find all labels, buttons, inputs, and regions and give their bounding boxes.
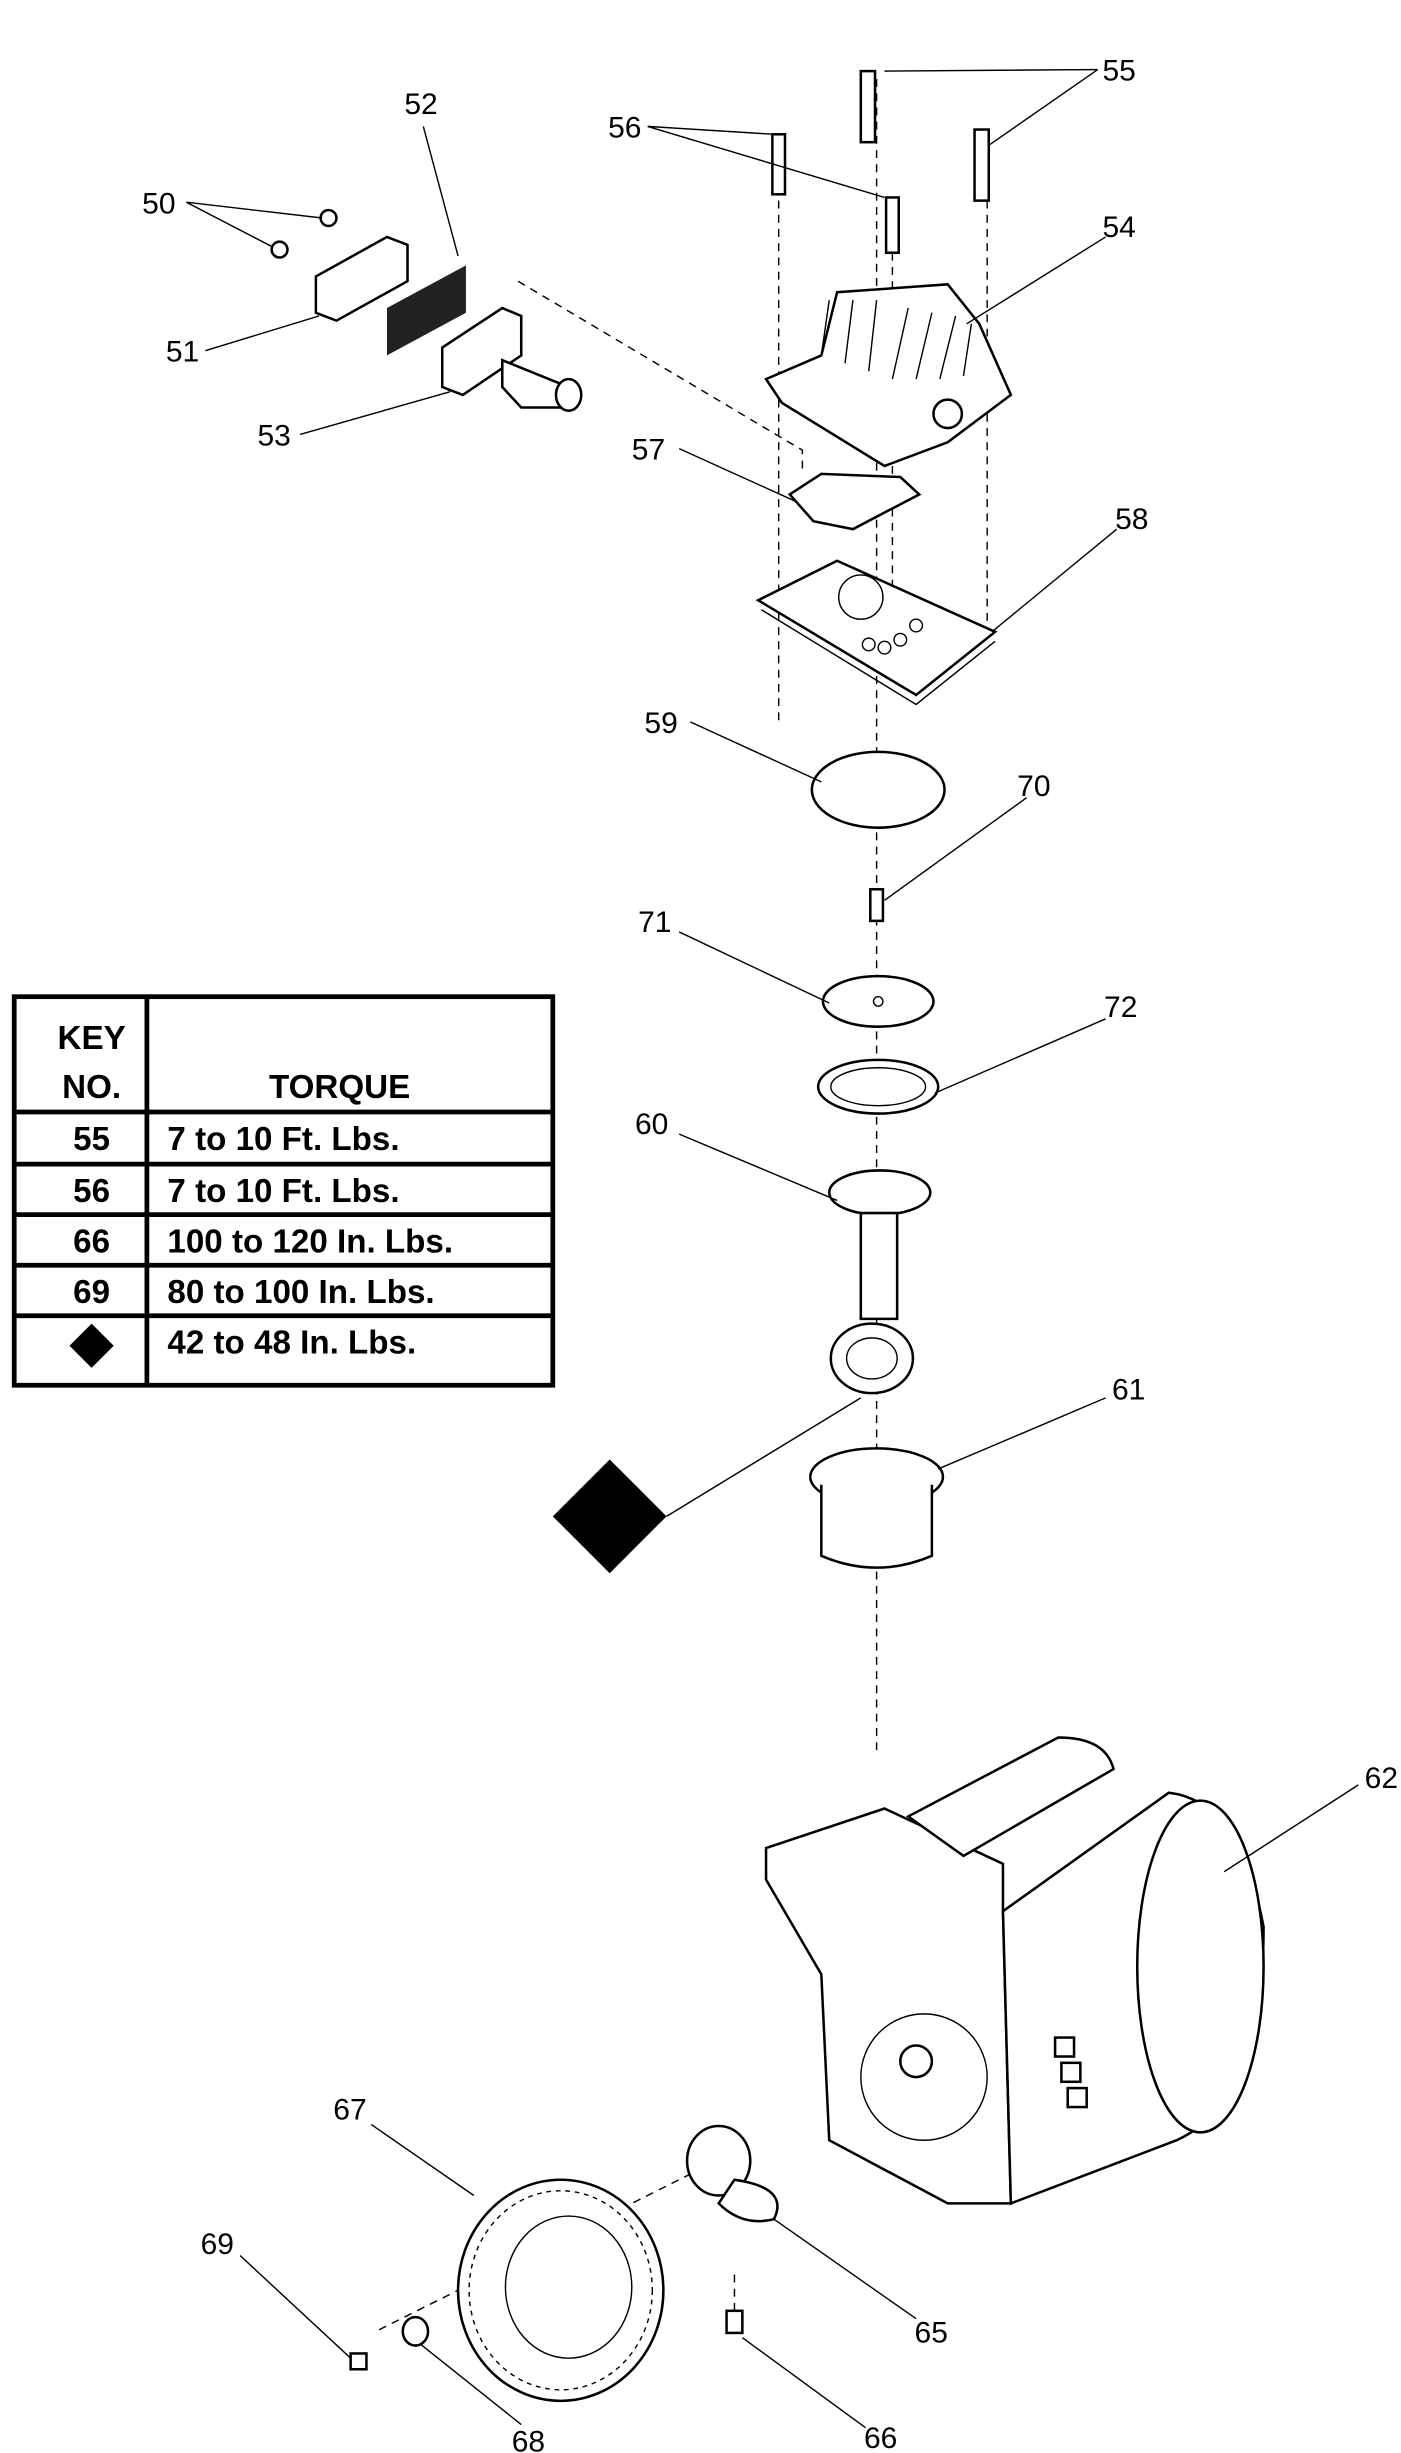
part-50-screws: [270, 208, 338, 259]
part-65-eccentric: [685, 2124, 779, 2223]
row-key: 55: [73, 1121, 110, 1158]
part-60-connecting-rod: [827, 1169, 932, 1395]
callout-72: 72: [1104, 991, 1137, 1024]
part-56-bolts: [771, 133, 900, 255]
part-70-screw: [869, 888, 885, 923]
header-key: KEY: [58, 1020, 126, 1057]
row-torque: 7 to 10 Ft. Lbs.: [167, 1173, 399, 1210]
callout-labels: 50 52 51 53 56 55 54 57 58 59 70 71 72 6…: [142, 55, 1398, 2453]
callout-52: 52: [404, 88, 437, 121]
part-62-motor-crankcase: [764, 1736, 1265, 2206]
part-69-bolt: [349, 2352, 368, 2371]
part-51-filter-cover: [314, 235, 409, 323]
row-torque: 80 to 100 In. Lbs.: [167, 1274, 434, 1311]
row-torque: 42 to 48 In. Lbs.: [167, 1325, 416, 1362]
callout-58: 58: [1115, 503, 1148, 536]
part-72-ring: [816, 1058, 940, 1115]
row-key: 66: [73, 1224, 110, 1261]
callout-59: 59: [644, 707, 677, 740]
part-53-filter-housing: [440, 306, 583, 412]
header-no: NO.: [62, 1069, 121, 1106]
part-61-cylinder-sleeve: [809, 1447, 945, 1569]
callout-54: 54: [1102, 211, 1135, 244]
callout-66: 66: [864, 2422, 897, 2453]
callout-51: 51: [166, 336, 199, 369]
header-torque: TORQUE: [269, 1069, 410, 1106]
callout-71: 71: [638, 906, 671, 939]
callout-50: 50: [142, 187, 175, 220]
part-54-cylinder-head: [764, 283, 1013, 468]
row-key: 56: [73, 1173, 110, 1210]
callout-57: 57: [632, 434, 665, 467]
callout-69: 69: [201, 2228, 234, 2261]
callout-53: 53: [257, 419, 290, 452]
callout-68: 68: [512, 2425, 545, 2453]
callout-60: 60: [635, 1108, 668, 1141]
row-torque: 7 to 10 Ft. Lbs.: [167, 1121, 399, 1158]
callout-65: 65: [915, 2316, 948, 2349]
diamond-key-icon: [69, 1323, 114, 1368]
callout-61: 61: [1112, 1373, 1145, 1406]
part-52-filter-element: [386, 265, 466, 356]
torque-diamond-marker-icon: [552, 1459, 667, 1574]
part-59-o-ring: [810, 750, 946, 829]
torque-table: KEY NO. TORQUE 55 7 to 10 Ft. Lbs. 56 7 …: [11, 994, 556, 1388]
callout-67: 67: [333, 2094, 366, 2127]
part-57-gasket: [787, 472, 922, 531]
part-66-setscrew: [725, 2309, 744, 2335]
row-key: 69: [73, 1274, 110, 1311]
callout-56: 56: [608, 111, 641, 144]
row-torque: 100 to 120 In. Lbs.: [167, 1224, 453, 1261]
leader-lines: [186, 68, 1359, 2429]
part-58-valve-plate: [755, 559, 998, 706]
part-71-retainer: [821, 974, 935, 1028]
callout-70: 70: [1017, 770, 1050, 803]
part-67-fan: [456, 2178, 665, 2403]
part-68-washer: [401, 2315, 430, 2347]
callout-55: 55: [1102, 55, 1135, 88]
callout-62: 62: [1365, 1762, 1398, 1795]
part-55-bolts: [859, 69, 991, 202]
